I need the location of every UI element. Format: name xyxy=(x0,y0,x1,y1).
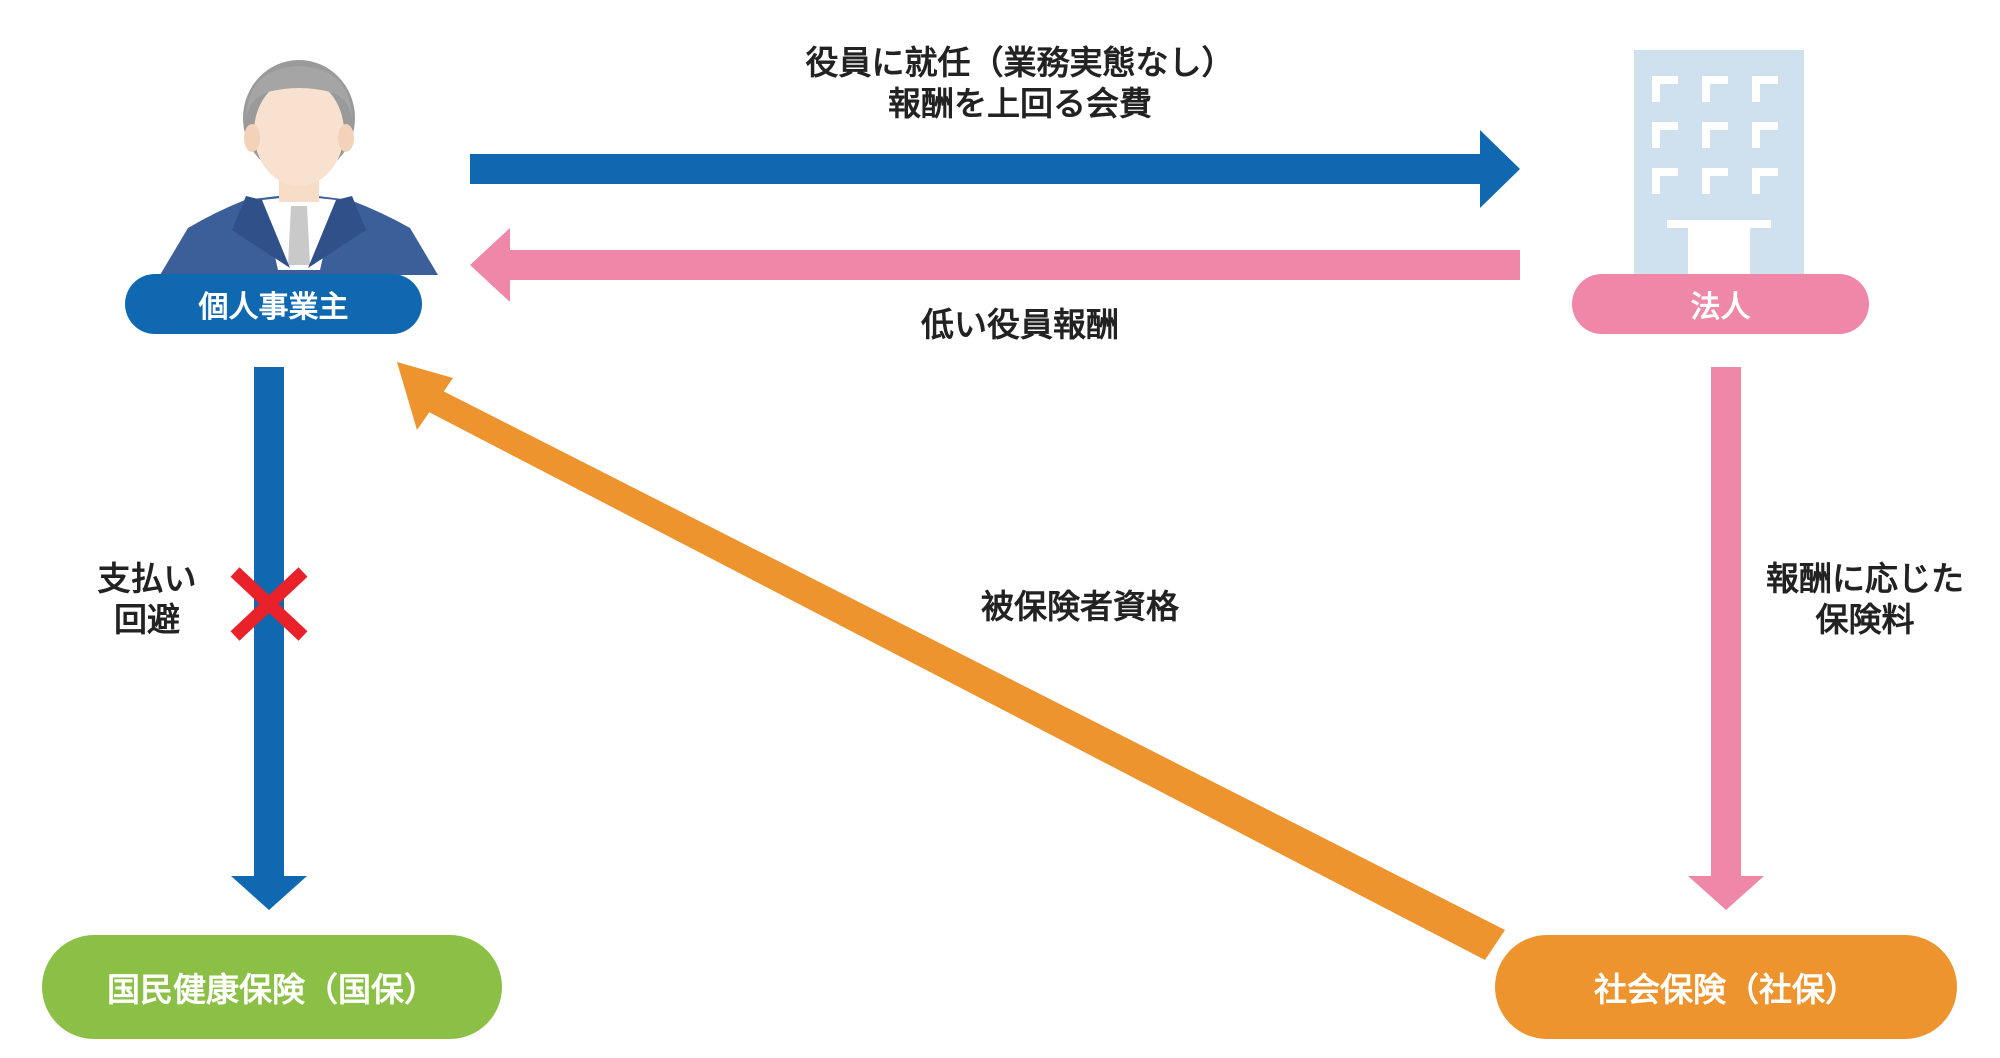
label-avoid-payment: 支払い 回避 xyxy=(72,558,222,641)
cross-mark-icon xyxy=(230,567,308,641)
label-avoid-payment-line2: 回避 xyxy=(114,600,180,640)
label-insured-status-text: 被保険者資格 xyxy=(981,587,1179,626)
label-premium-line2: 保険料 xyxy=(1815,600,1915,640)
node-corporation: 法人 xyxy=(1572,274,1869,334)
label-insured-status: 被保険者資格 xyxy=(930,586,1230,627)
arrow-individual-to-corporation xyxy=(470,130,1520,208)
node-national-insurance-label: 国民健康保険（国保） xyxy=(107,970,437,1009)
label-to-individual: 低い役員報酬 xyxy=(880,304,1160,345)
arrow-corporation-to-individual xyxy=(470,228,1520,302)
node-individual: 個人事業主 xyxy=(125,274,422,334)
label-avoid-payment-line1: 支払い xyxy=(97,559,197,598)
node-individual-label: 個人事業主 xyxy=(198,290,349,325)
arrow-individual-to-national-insurance xyxy=(231,367,307,910)
businessman-icon xyxy=(160,60,438,275)
node-national-insurance: 国民健康保険（国保） xyxy=(42,935,502,1039)
node-corporation-label: 法人 xyxy=(1690,290,1751,325)
node-social-insurance: 社会保険（社保） xyxy=(1495,935,1957,1039)
label-to-corporation: 役員に就任（業務実態なし） 報酬を上回る会費 xyxy=(740,42,1300,125)
label-to-corporation-line2: 報酬を上回る会費 xyxy=(888,84,1152,124)
label-premium: 報酬に応じた 保険料 xyxy=(1745,558,1985,641)
office-building-icon xyxy=(1634,50,1804,275)
label-to-individual-text: 低い役員報酬 xyxy=(921,305,1119,344)
arrow-corporation-to-social-insurance xyxy=(1688,367,1764,910)
arrow-social-insurance-to-individual xyxy=(397,362,1505,960)
label-premium-line1: 報酬に応じた xyxy=(1766,559,1964,598)
node-social-insurance-label: 社会保険（社保） xyxy=(1594,970,1858,1009)
label-to-corporation-line1: 役員に就任（業務実態なし） xyxy=(805,43,1235,82)
